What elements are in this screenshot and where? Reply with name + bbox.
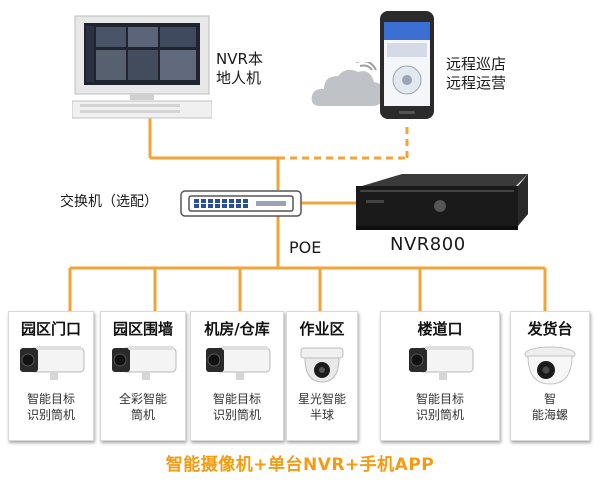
desktop-computer-icon [71, 14, 213, 120]
card-desc-line-2: 识别筒机 [26, 408, 75, 422]
card-desc-line-1: 全彩智能 [118, 392, 167, 406]
card-desc-line-2: 筒机 [130, 408, 155, 422]
card-desc-line-2: 识别筒机 [212, 408, 261, 422]
card-desc: 智 能海螺 [511, 391, 589, 423]
card-desc-line-1: 智能目标 [26, 392, 75, 406]
camera-card-shipping-desk: 发货台 智 能海螺 [510, 311, 590, 441]
card-desc: 智能目标 识别筒机 [9, 391, 93, 423]
card-title: 发货台 [527, 320, 573, 338]
bullet-camera-icon [108, 344, 178, 388]
card-title: 楼道口 [417, 320, 463, 338]
smartphone-icon [379, 10, 435, 120]
camera-card-work-area: 作业区 星光智能 半球 [286, 311, 358, 441]
nvr-model-label: NVR800 [390, 234, 466, 255]
bullet-camera-icon [202, 344, 272, 388]
nvr-recorder-icon [352, 172, 532, 234]
nvr-local-line-1: NVR本 [216, 50, 263, 68]
network-switch-icon [180, 190, 302, 217]
cloud-icon [310, 60, 388, 110]
card-desc-line-1: 智能目标 [415, 392, 464, 406]
footer-slogan: 智能摄像机+单台NVR+手机APP [165, 455, 435, 475]
card-desc: 全彩智能 筒机 [101, 391, 185, 423]
bullet-camera-icon [405, 344, 475, 388]
nvr-local-line-2: 地人机 [216, 69, 262, 87]
card-desc: 星光智能 半球 [287, 391, 357, 423]
card-desc-line-1: 星光智能 [297, 392, 346, 406]
card-desc-line-2: 能海螺 [531, 408, 568, 422]
card-title: 园区门口 [20, 320, 81, 338]
remote-line-2: 远程运营 [446, 74, 507, 92]
card-desc: 智能目标 识别筒机 [381, 391, 499, 423]
poe-label: POE [289, 238, 322, 257]
card-title: 园区围墙 [112, 320, 173, 338]
card-title: 机房/仓库 [204, 320, 270, 338]
camera-card-server-room: 机房/仓库 智能目标 识别筒机 [190, 311, 284, 441]
dome-camera-icon [297, 344, 347, 390]
nvr-local-label: NVR本 地人机 [216, 50, 263, 88]
card-desc-line-2: 半球 [309, 408, 334, 422]
card-desc-line-1: 智能目标 [212, 392, 261, 406]
remote-label: 远程巡店 远程运营 [446, 55, 506, 93]
camera-card-park-wall: 园区围墙 全彩智能 筒机 [100, 311, 186, 441]
switch-label: 交换机（选配） [60, 194, 158, 210]
bullet-camera-icon [16, 344, 86, 388]
remote-line-1: 远程巡店 [446, 55, 507, 73]
camera-card-park-gate: 园区门口 智能目标 识别筒机 [8, 311, 94, 441]
card-title: 作业区 [299, 320, 345, 338]
card-desc-line-2: 识别筒机 [415, 408, 464, 422]
card-desc-line-1: 智 [543, 392, 556, 406]
camera-card-corridor: 楼道口 智能目标 识别筒机 [380, 311, 500, 441]
card-desc: 智能目标 识别筒机 [191, 391, 283, 423]
turret-camera-icon [522, 344, 578, 392]
